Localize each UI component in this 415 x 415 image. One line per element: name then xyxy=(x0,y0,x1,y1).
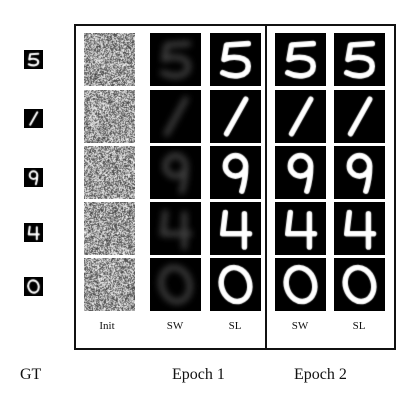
gt-digit-4 xyxy=(24,277,43,296)
col-label-sw-epoch1: SW xyxy=(166,320,184,332)
cell-sw-col1-row4 xyxy=(150,258,201,311)
cell-sl-col4-row1 xyxy=(334,90,385,143)
cell-sw-col1-row1 xyxy=(150,90,201,143)
cell-sl-col2-row2 xyxy=(210,146,261,199)
cell-sl-col2-row3 xyxy=(210,202,261,255)
col-label-sw-epoch2: SW xyxy=(291,320,309,332)
gt-digit-0 xyxy=(24,50,43,69)
col-label-sl-epoch1: SL xyxy=(228,320,242,332)
cell-sw-col3-row3 xyxy=(275,202,326,255)
cell-init-col0-row4 xyxy=(84,258,135,311)
col-label-sl-epoch2: SL xyxy=(352,320,366,332)
cell-sw-col1-row3 xyxy=(150,202,201,255)
cell-sl-col2-row1 xyxy=(210,90,261,143)
cell-sw-col3-row4 xyxy=(275,258,326,311)
cell-sl-col4-row2 xyxy=(334,146,385,199)
col-label-init: Init xyxy=(99,320,115,332)
cell-sw-col3-row1 xyxy=(275,90,326,143)
gt-digit-1 xyxy=(24,109,43,128)
cell-sw-col3-row2 xyxy=(275,146,326,199)
gt-label: GT xyxy=(20,366,42,383)
cell-sl-col4-row3 xyxy=(334,202,385,255)
cell-init-col0-row2 xyxy=(84,146,135,199)
cell-init-col0-row1 xyxy=(84,90,135,143)
gt-digit-3 xyxy=(24,223,43,242)
epoch-divider xyxy=(265,24,267,350)
results-frame xyxy=(74,24,396,350)
gt-digit-2 xyxy=(24,168,43,187)
cell-sw-col1-row2 xyxy=(150,146,201,199)
cell-sl-col4-row4 xyxy=(334,258,385,311)
cell-sw-col1-row0 xyxy=(150,33,201,86)
cell-init-col0-row3 xyxy=(84,202,135,255)
cell-init-col0-row0 xyxy=(84,33,135,86)
cell-sl-col2-row4 xyxy=(210,258,261,311)
cell-sl-col4-row0 xyxy=(334,33,385,86)
cell-sw-col3-row0 xyxy=(275,33,326,86)
cell-sl-col2-row0 xyxy=(210,33,261,86)
epoch-2-label: Epoch 2 xyxy=(294,366,347,383)
epoch-1-label: Epoch 1 xyxy=(172,366,225,383)
